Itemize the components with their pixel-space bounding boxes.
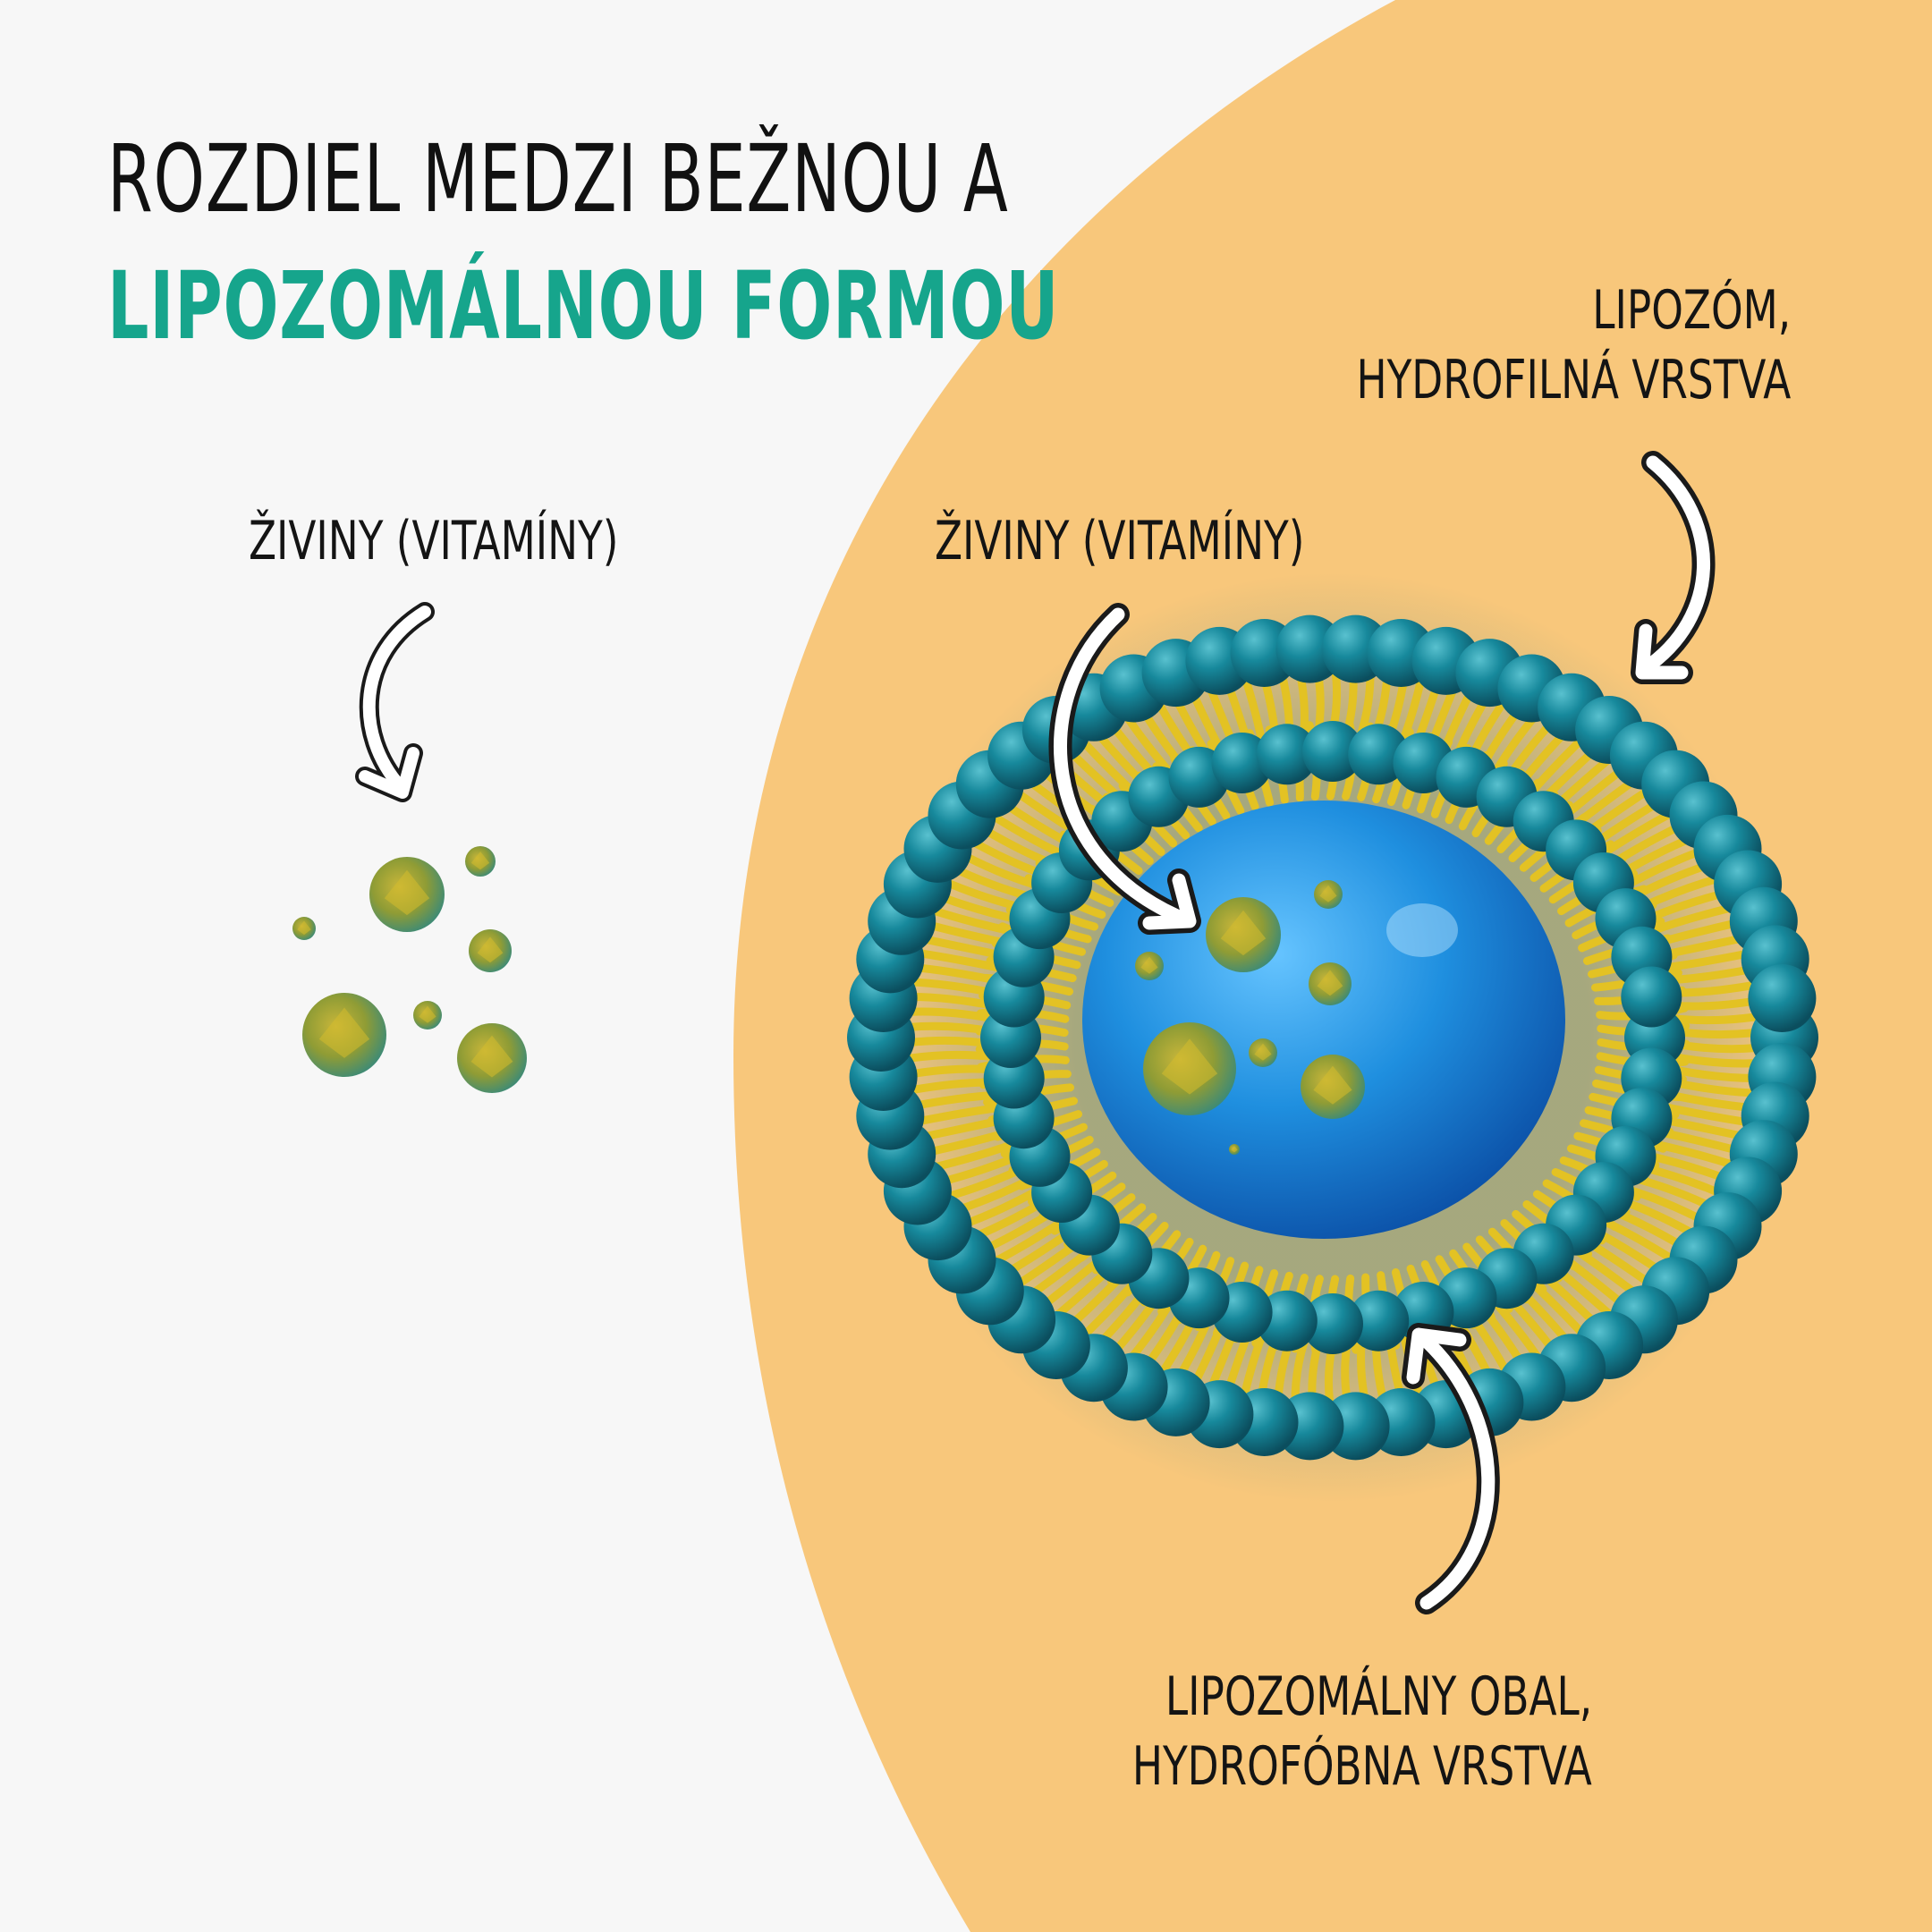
nutrient-particle-icon <box>1314 880 1343 909</box>
nutrient-particle-icon <box>1249 1038 1277 1067</box>
free-nutrient-particles <box>292 846 527 1093</box>
lipid-head <box>1302 721 1363 782</box>
inner-head-layer <box>980 721 1685 1354</box>
nutrient-particle-icon <box>1309 962 1352 1005</box>
nutrient-facet <box>419 1005 436 1023</box>
curved-arrow-icon <box>355 602 435 802</box>
lipid-head <box>1748 964 1817 1032</box>
encapsulated-nutrients-label-text: ŽIVINY (VITAMÍNY) <box>935 510 1305 572</box>
nutrient-facet <box>1161 1038 1218 1095</box>
nutrient-facet <box>1220 910 1267 956</box>
page-title-line-2: LIPOZOMÁLNOU FORMOU <box>107 251 1060 360</box>
lipid-head <box>1302 1293 1363 1354</box>
nutrient-particle-icon <box>369 857 445 932</box>
lipid-head <box>1348 1290 1410 1352</box>
nutrient-facet <box>470 1035 513 1078</box>
nutrient-facet <box>1231 1146 1238 1153</box>
nutrient-facet <box>1319 885 1337 902</box>
lipid-head <box>1621 966 1682 1028</box>
nutrient-particle-icon <box>1135 952 1164 980</box>
liposome-illustration <box>847 572 1818 1503</box>
free-nutrients-label: ŽIVINY (VITAMÍNY) <box>249 506 689 576</box>
liposomal-shell-label-line-2: HYDROFÓBNA VRSTVA <box>1132 1735 1592 1798</box>
nutrient-facet <box>297 920 311 936</box>
nutrient-facet <box>1317 970 1343 996</box>
nutrient-facet <box>1313 1065 1352 1105</box>
nutrient-particle-icon <box>469 929 512 972</box>
page-title-line-1: ROZDIEL MEDZI BEŽNOU A <box>107 124 1009 233</box>
liposome-label-line-1: LIPOZÓM, <box>1592 279 1791 342</box>
nutrient-facet <box>470 851 490 870</box>
nutrient-facet <box>384 869 430 916</box>
nutrient-facet <box>1140 956 1158 974</box>
liposomal-shell-label-line-1: LIPOZOMÁLNY OBAL, <box>1165 1665 1592 1728</box>
free-nutrients-label-text: ŽIVINY (VITAMÍNY) <box>249 510 619 572</box>
lipid-head <box>1256 724 1318 785</box>
nutrient-particle-icon <box>1143 1022 1236 1115</box>
nutrient-facet <box>318 1007 370 1058</box>
outer-head-layer <box>847 614 1818 1461</box>
liposome-label-line-2: HYDROFILNÁ VRSTVA <box>1356 349 1791 411</box>
nutrient-particle-icon <box>413 1001 442 1030</box>
nutrient-particle-icon <box>292 917 316 940</box>
encapsulated-nutrients-label: ŽIVINY (VITAMÍNY) <box>935 506 1375 576</box>
nutrient-facet <box>477 936 504 963</box>
nutrient-particle-icon <box>1206 897 1281 972</box>
nutrient-particle-icon <box>457 1023 527 1093</box>
curved-arrow-icon <box>1048 451 1716 1614</box>
core-highlight <box>1386 903 1458 957</box>
nutrient-facet <box>1254 1043 1272 1061</box>
nutrient-particle-icon <box>465 846 496 877</box>
liposome-label: LIPOZÓM, HYDROFILNÁ VRSTVA <box>1274 275 1791 415</box>
nutrient-particle-icon <box>302 993 386 1077</box>
nutrient-particle-icon <box>1229 1144 1240 1155</box>
liposomal-shell-label: LIPOZOMÁLNY OBAL, HYDROFÓBNA VRSTVA <box>1045 1662 1592 1801</box>
liposome-core <box>1082 801 1565 1239</box>
nutrient-particle-icon <box>1301 1055 1365 1119</box>
